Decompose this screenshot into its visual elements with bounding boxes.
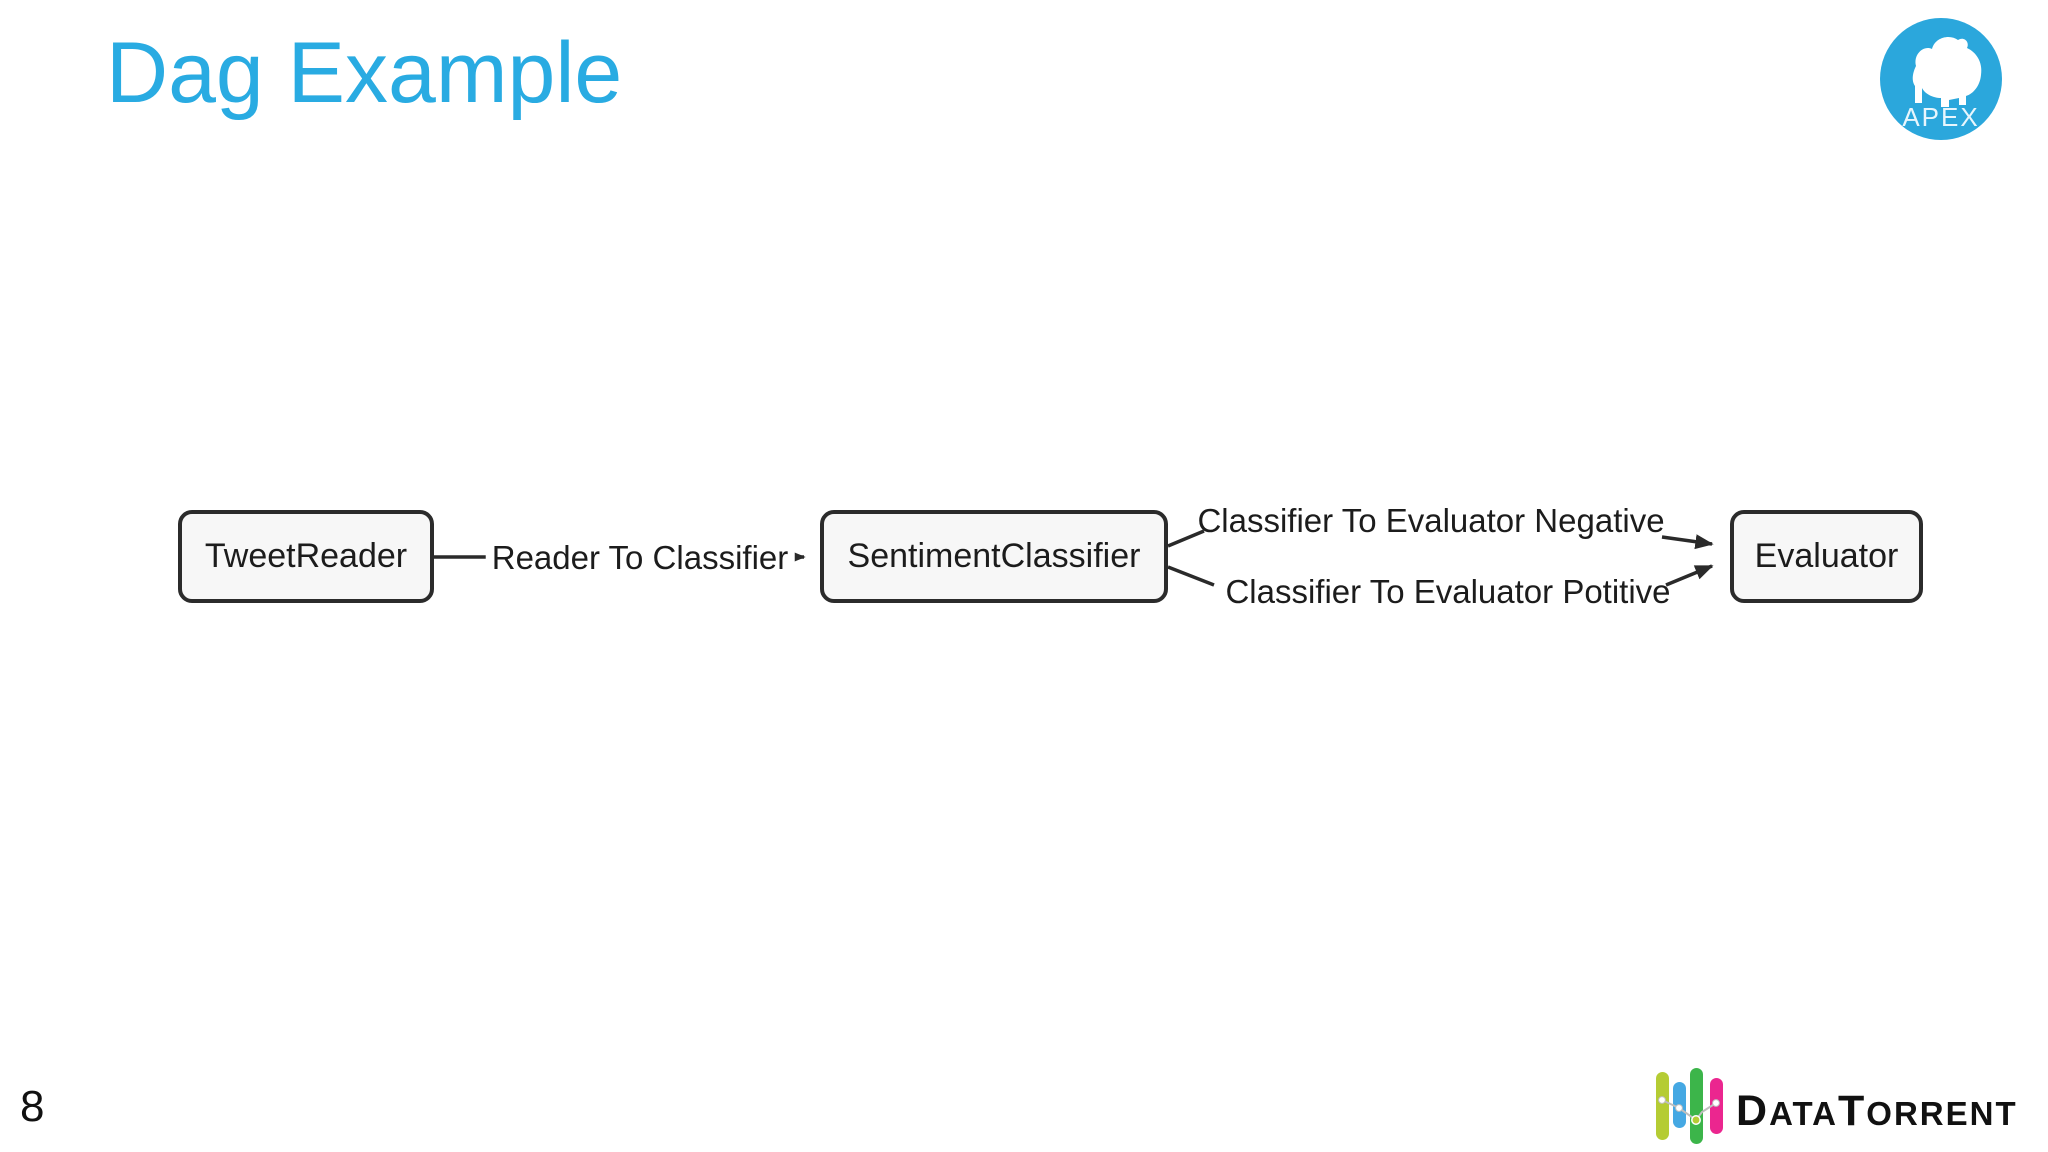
node-evaluator-label: Evaluator xyxy=(1754,537,1899,575)
dt-bar-lime xyxy=(1656,1072,1669,1140)
apex-logo: APEX xyxy=(1880,18,2002,140)
edge-negative-right-segment xyxy=(1661,534,1714,550)
edge-positive-right-segment xyxy=(1665,564,1714,587)
node-evaluator: Evaluator xyxy=(1730,510,1923,603)
page-number: 8 xyxy=(20,1082,45,1131)
dt-dot-3 xyxy=(1691,1115,1701,1125)
edge-label-reader-to-classifier: Reader To Classifier xyxy=(485,539,795,577)
dt-dot-2 xyxy=(1675,1104,1683,1112)
dt-bar-green xyxy=(1690,1068,1703,1144)
node-tweet-reader-label: TweetReader xyxy=(204,537,408,575)
page-title: Dag Example xyxy=(106,25,623,121)
apex-logo-text: APEX xyxy=(1902,102,1979,132)
dt-letter-t: T xyxy=(1838,1087,1867,1135)
datatorrent-mark-icon xyxy=(1656,1068,1723,1144)
apex-gorilla-icon xyxy=(1912,37,1982,107)
dt-letter-d: D xyxy=(1736,1087,1770,1135)
edge-positive-left-segment xyxy=(1167,565,1215,587)
datatorrent-logo: DATATORRENT xyxy=(1650,1062,2030,1152)
datatorrent-wordmark: DATATORRENT xyxy=(1736,1090,2018,1133)
dt-letters-orrent: ORRENT xyxy=(1866,1095,2018,1132)
dt-dot-1 xyxy=(1658,1096,1666,1104)
node-sentiment-classifier: SentimentClassifier xyxy=(820,510,1168,603)
dt-connector-line xyxy=(1661,1099,1717,1122)
node-sentiment-classifier-label: SentimentClassifier xyxy=(847,537,1141,575)
dt-letters-ata: ATA xyxy=(1769,1095,1838,1132)
node-tweet-reader: TweetReader xyxy=(178,510,434,603)
edge-label-classifier-to-evaluator-positive: Classifier To Evaluator Potitive xyxy=(1225,573,1671,610)
dt-dot-4 xyxy=(1712,1099,1720,1107)
edge-label-classifier-to-evaluator-negative: Classifier To Evaluator Negative xyxy=(1197,502,1665,539)
